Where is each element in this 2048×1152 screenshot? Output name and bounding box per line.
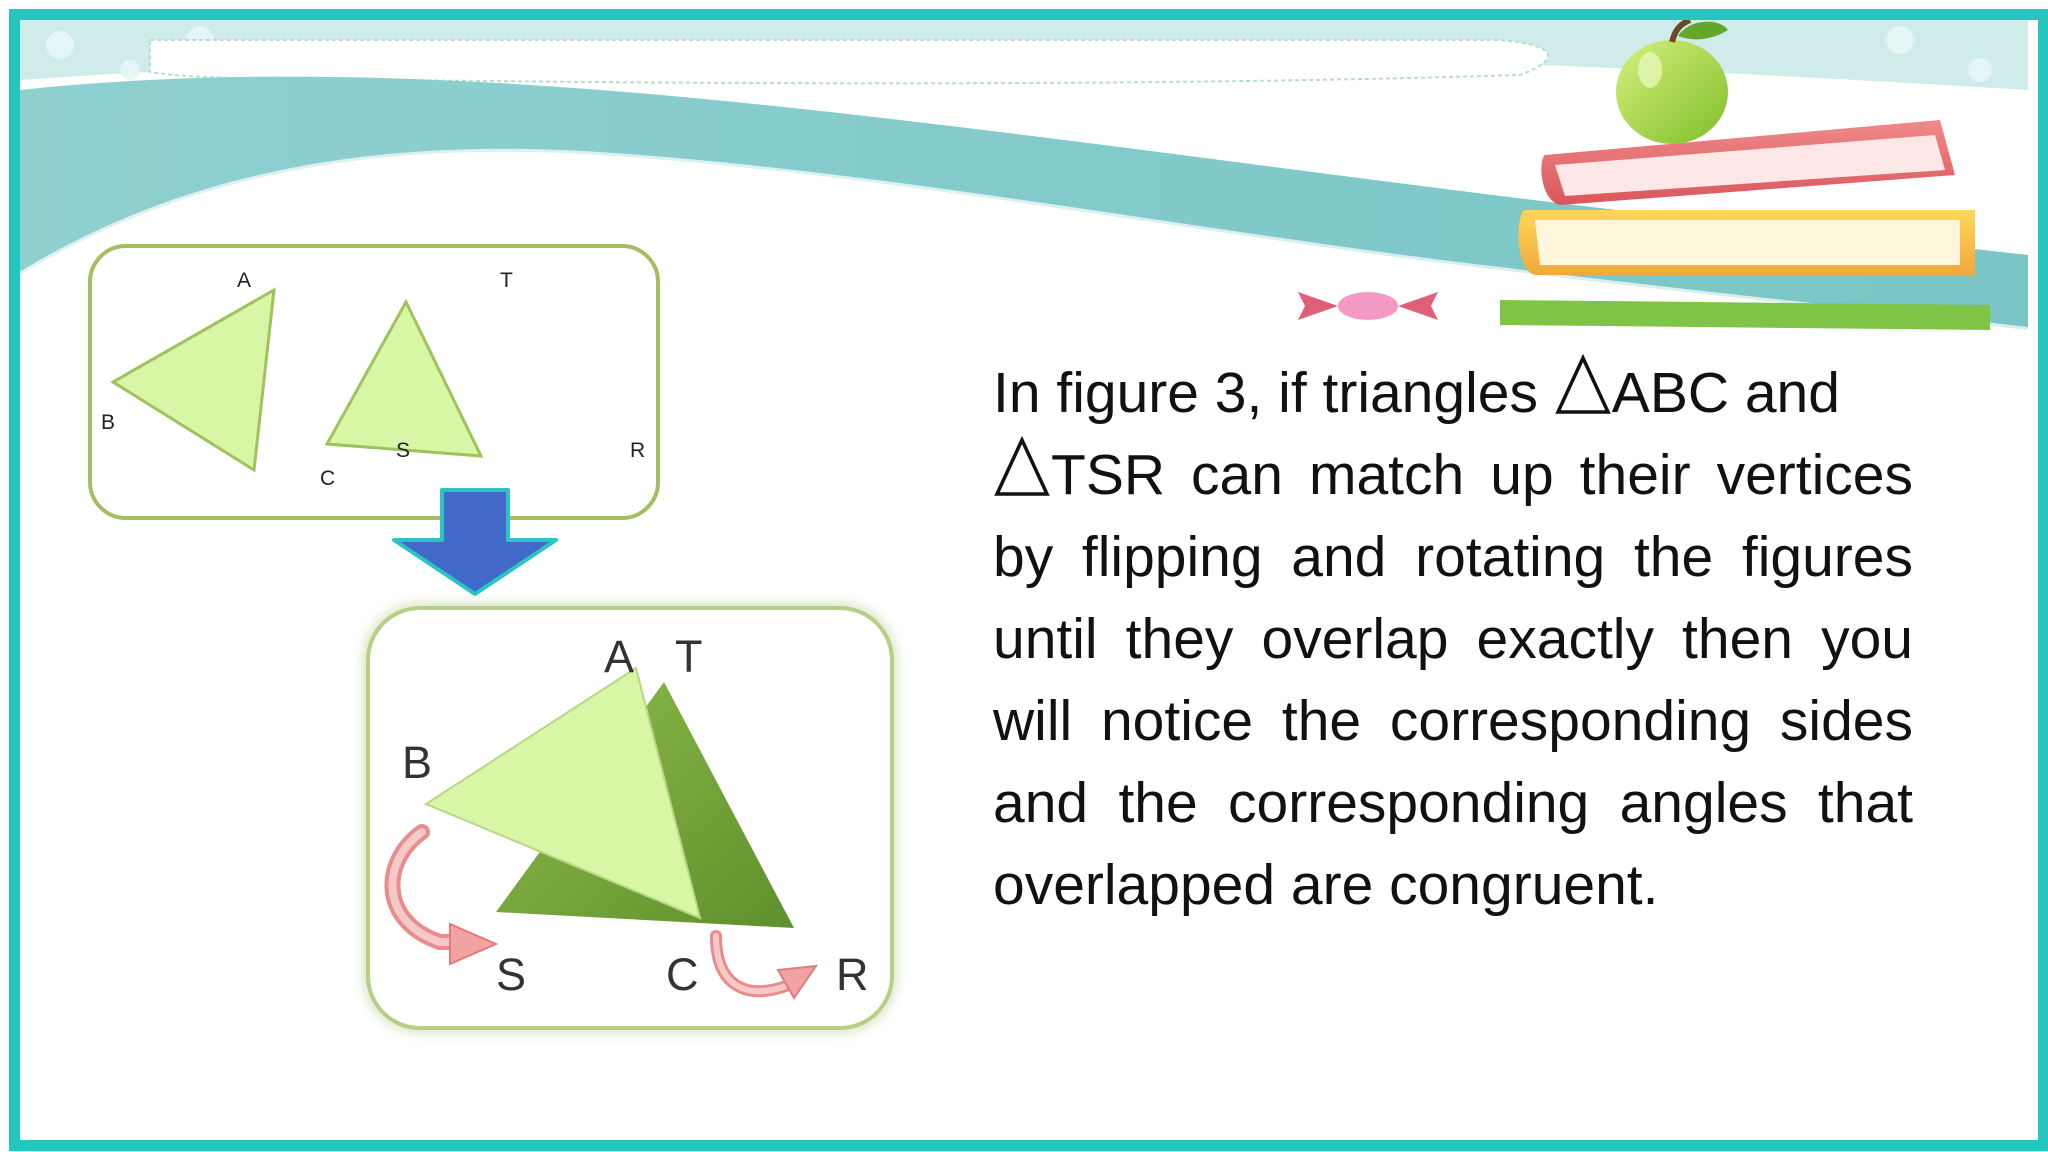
triangle-abc [110,287,276,473]
paragraph-part1: In figure 3, if triangles [993,361,1538,425]
paragraph-part3: TSR can match up their vertices by flipp… [993,443,1913,917]
books-icon [1500,120,1990,330]
label-r-top: R [630,439,646,462]
triangle-abc-overlap [423,666,702,920]
header-banner [18,17,2029,333]
down-arrow-icon [392,488,558,596]
figure-top-triangles [110,287,484,473]
label-b-top: B [101,411,116,434]
label-a-bottom: A [604,631,635,682]
label-r-bottom: R [836,949,869,1000]
label-c-top: C [320,467,336,490]
triangle-tsr [324,298,484,458]
explanation-paragraph: In figure 3, if triangles ABC and TSR ca… [993,352,1913,926]
banner-top-band [20,20,2028,90]
triangle-symbol-icon [994,436,1050,496]
triangle-symbol-icon [1555,354,1611,414]
label-s-bottom: S [496,949,527,1000]
banner-ribbon [149,39,1549,85]
label-s-top: S [396,439,411,462]
curved-arrow-icon [710,930,819,1000]
apple-icon [1616,17,1728,144]
label-a-top: A [237,269,252,292]
candy-icon [1298,292,1438,320]
paragraph-part2: ABC and [1611,361,1840,425]
label-c-bottom: C [666,949,699,1000]
label-b-bottom: B [402,737,433,788]
label-t-bottom: T [675,631,703,682]
figure-bottom-overlap [384,666,819,1000]
curved-arrow-icon [384,824,499,966]
label-t-top: T [500,269,513,292]
